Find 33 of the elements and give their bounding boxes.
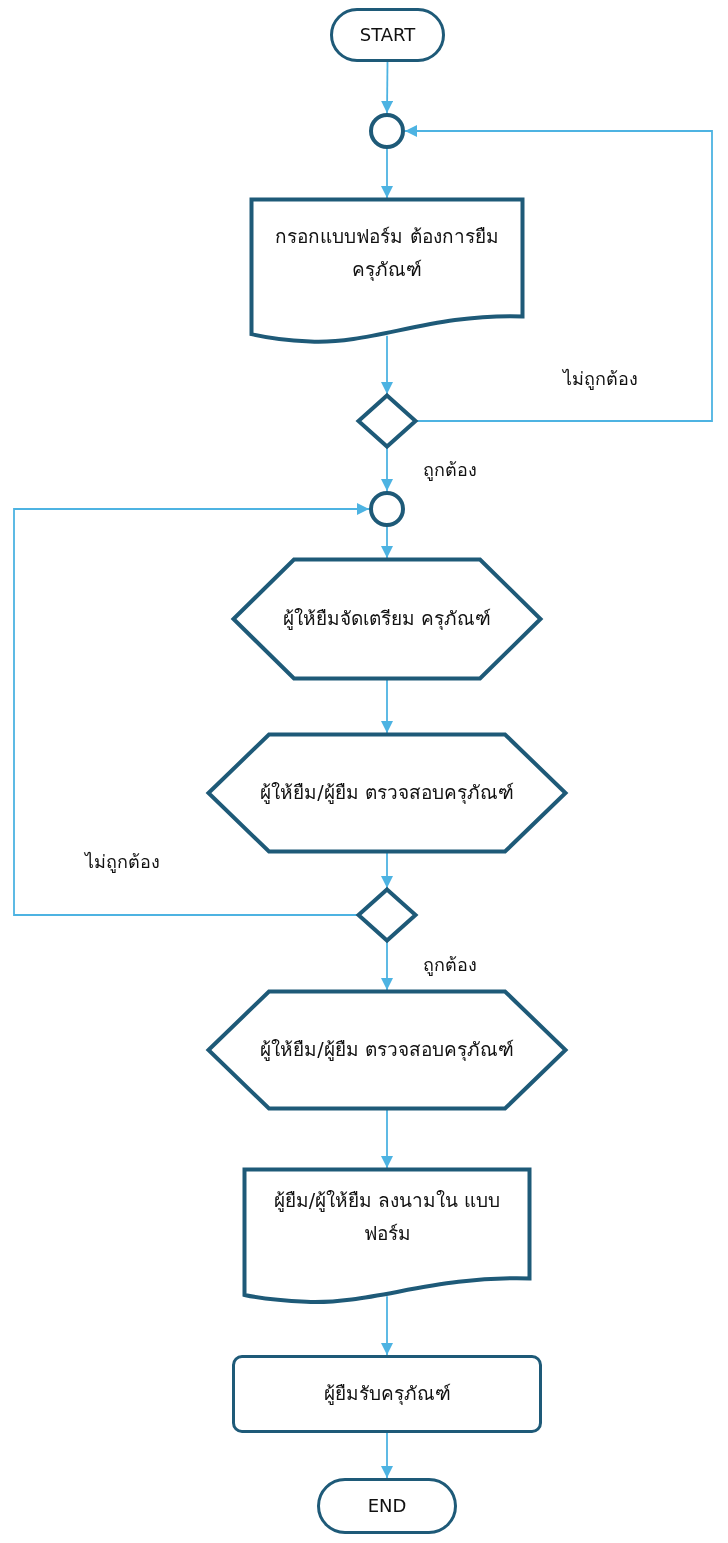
document-shape bbox=[250, 198, 524, 346]
connector-circle bbox=[369, 113, 405, 149]
preparation-hexagon bbox=[207, 990, 567, 1110]
arrow bbox=[381, 941, 393, 991]
terminal-shape bbox=[330, 8, 445, 62]
arrow bbox=[381, 852, 393, 889]
connector-circle bbox=[369, 491, 405, 527]
step-text: ผู้ให้ยืม/ผู้ยืม ตรวจสอบครุภัณฑ์ bbox=[259, 780, 515, 806]
arrow bbox=[381, 148, 393, 199]
arrow bbox=[381, 1109, 393, 1169]
step-text: ผู้ให้ยืมจัดเตรียม ครุภัณฑ์ bbox=[281, 606, 492, 632]
arrow bbox=[381, 679, 393, 734]
arrow bbox=[381, 526, 393, 559]
step-text: ผู้ยืมรับครุภัณฑ์ bbox=[322, 1381, 452, 1407]
arrow bbox=[404, 125, 713, 422]
step-text: กรอกแบบฟอร์ม ต้องการยืมครุภัณฑ์ bbox=[274, 223, 500, 283]
step-text: END bbox=[366, 1494, 408, 1519]
arrow bbox=[381, 61, 394, 114]
document-shape bbox=[243, 1168, 531, 1306]
arrow bbox=[381, 1432, 393, 1479]
process-box bbox=[232, 1355, 542, 1433]
step-text: ผู้ให้ยืม/ผู้ยืม ตรวจสอบครุภัณฑ์ bbox=[259, 1037, 515, 1063]
preparation-hexagon bbox=[232, 558, 542, 680]
arrow bbox=[13, 503, 370, 916]
arrow bbox=[381, 447, 393, 492]
decision-diamond bbox=[357, 394, 417, 448]
arrow bbox=[381, 1295, 393, 1356]
terminal-shape bbox=[317, 1478, 457, 1534]
decision-diamond bbox=[357, 888, 417, 942]
arrow bbox=[381, 334, 393, 395]
step-text: ผู้ยืม/ผู้ให้ยืม ลงนามใน แบบฟอร์ม bbox=[272, 1187, 502, 1246]
preparation-hexagon bbox=[207, 733, 567, 853]
step-text: START bbox=[358, 23, 417, 48]
